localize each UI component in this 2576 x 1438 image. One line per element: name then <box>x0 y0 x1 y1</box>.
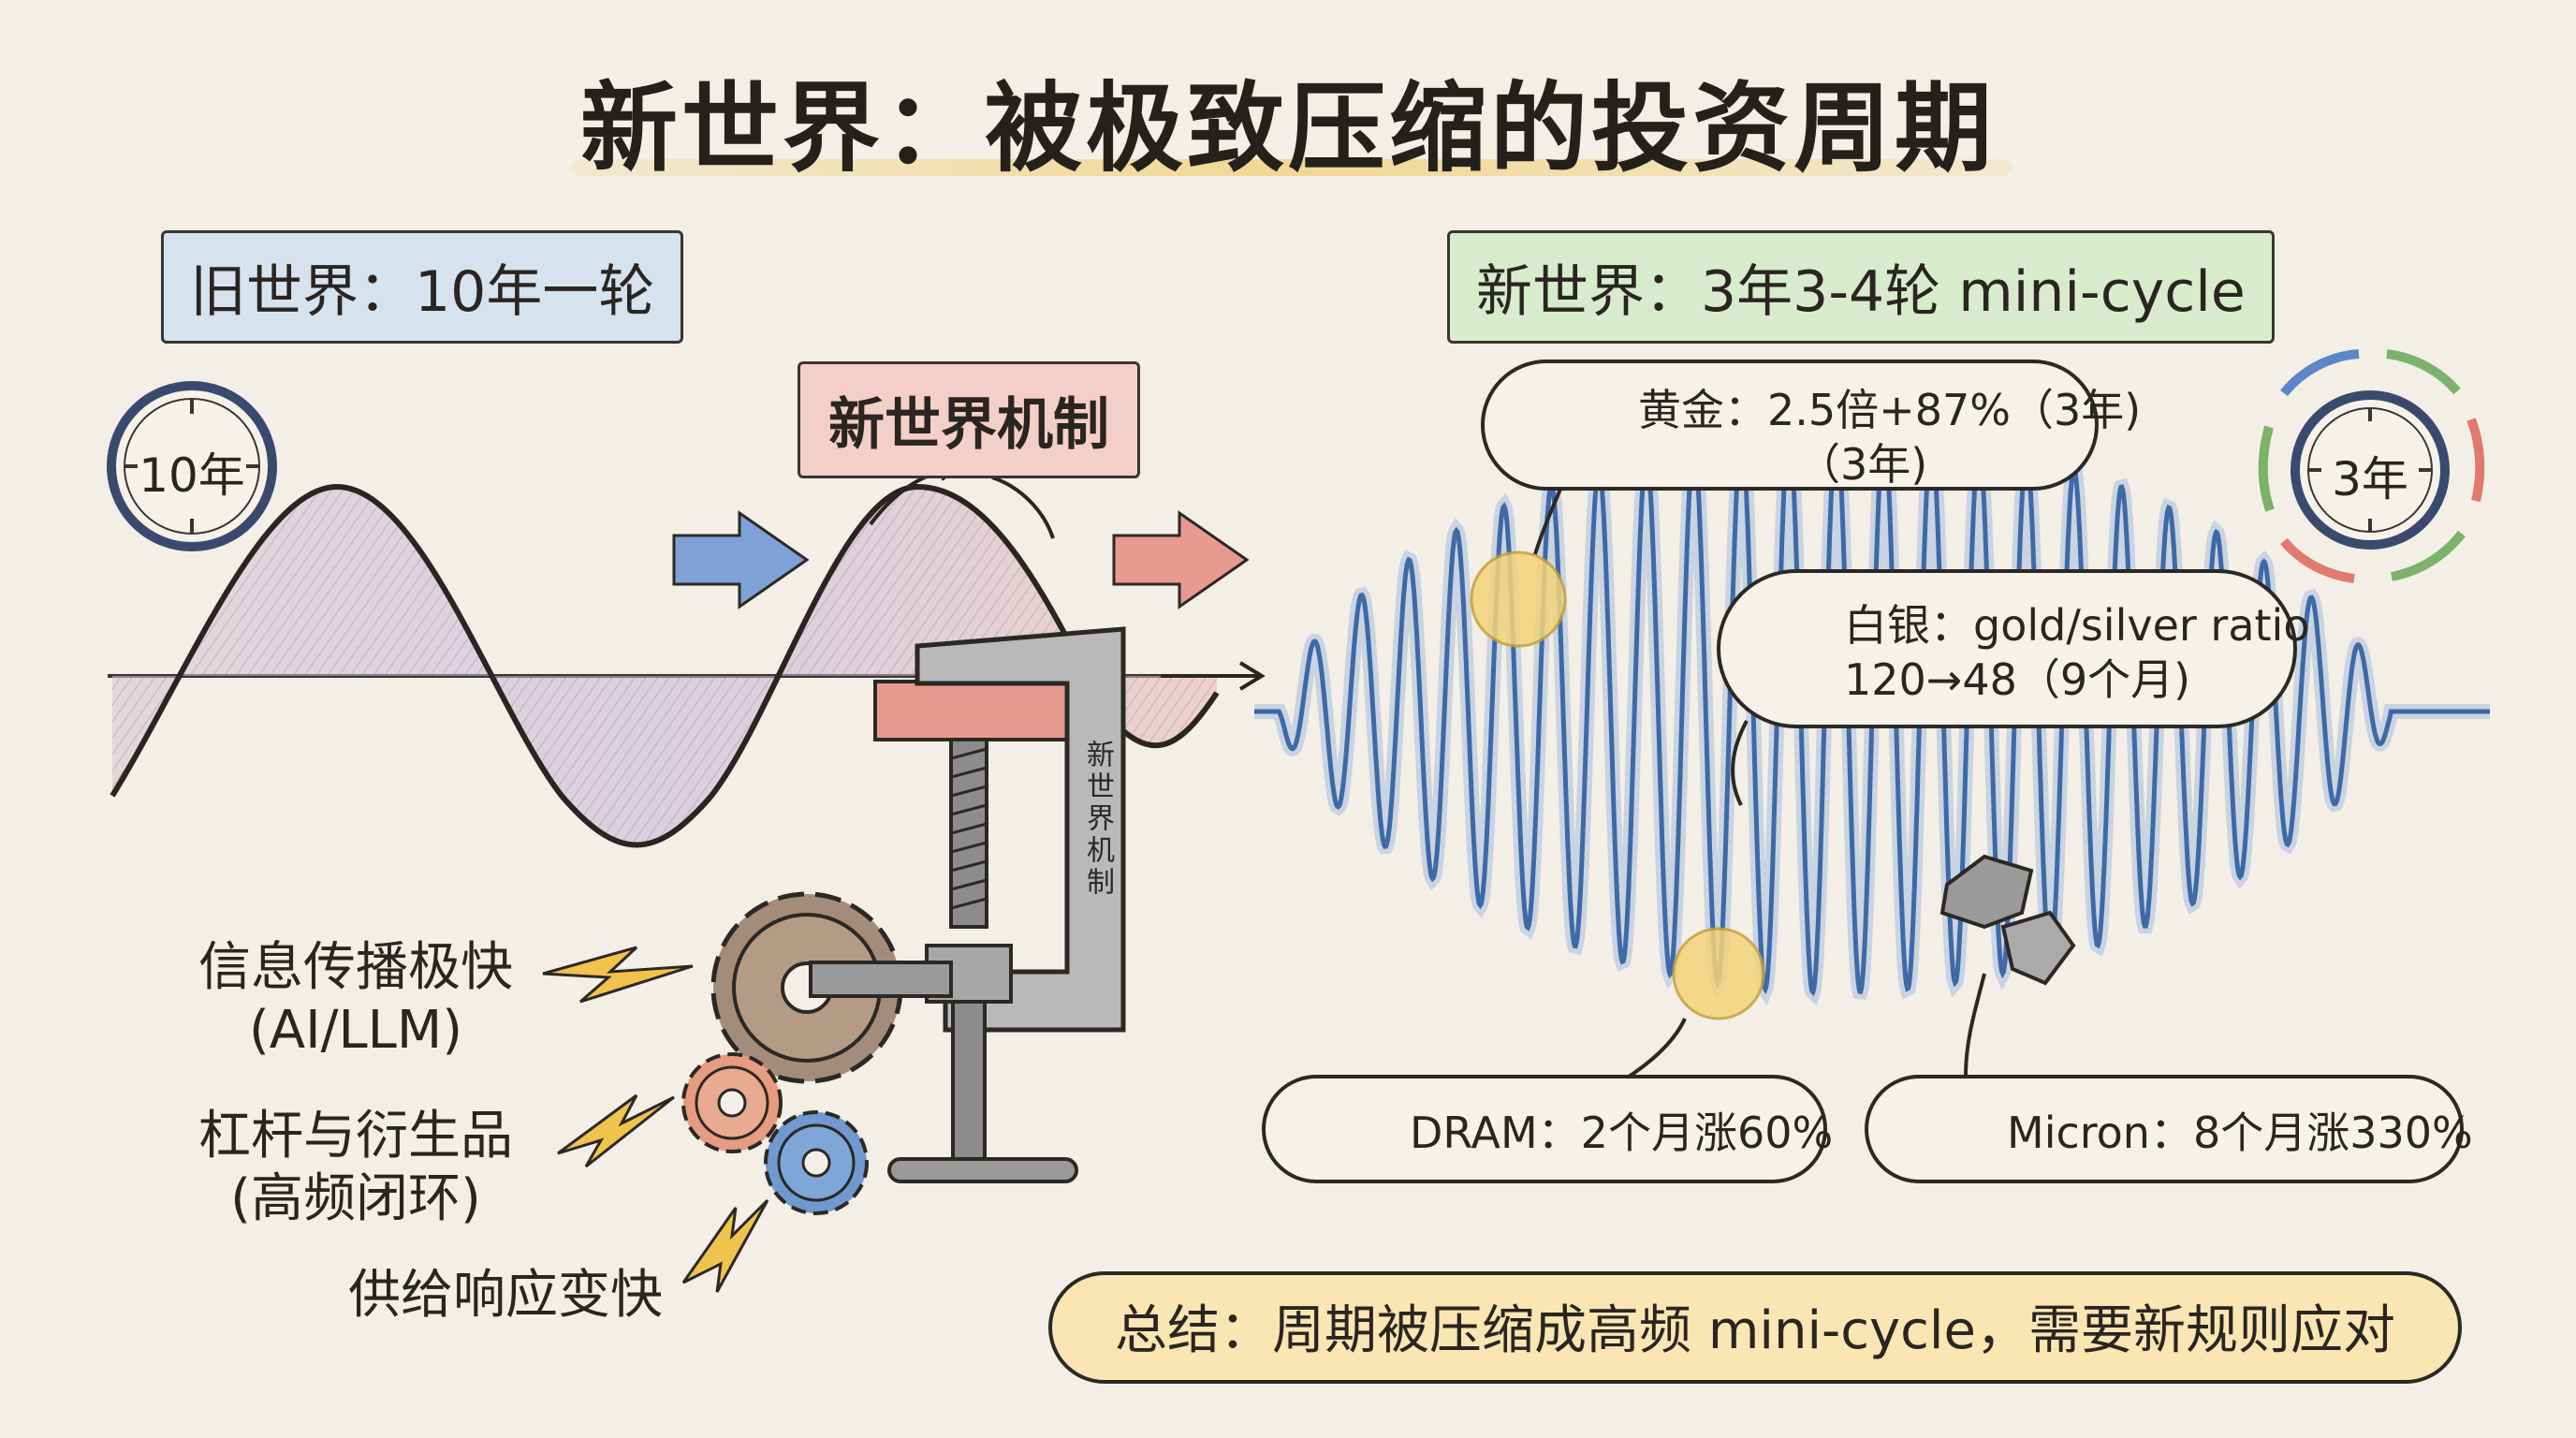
lightning-icon <box>542 946 694 1004</box>
gold-callout-line2: （3年) <box>1797 438 1928 490</box>
gold-marker <box>1672 927 1765 1020</box>
silver-callout-line2: 120→48（9个月) <box>1844 653 2191 705</box>
driver-line: (AI/LLM) <box>248 1000 463 1062</box>
driver-supply: 供给响应变快 <box>328 1264 683 1327</box>
old-clock-label: 10年 <box>139 448 245 503</box>
dram-callout-text: DRAM：2个月涨60% <box>1410 1108 1834 1158</box>
new-world-label: 新世界：3年3-4轮 mini-cycle <box>1447 230 2275 344</box>
flow-arrow-blue <box>672 510 810 609</box>
gold-callout: 黄金：2.5倍+87%（3年) （3年) <box>1481 360 2142 491</box>
title-highlight <box>571 159 2012 176</box>
c-clamp-icon <box>809 626 1126 1183</box>
chip-fragment-icon <box>1939 854 2076 986</box>
micron-callout-text: Micron：8个月涨330% <box>2007 1108 2473 1158</box>
old-world-label: 旧世界：10年一轮 <box>161 230 684 344</box>
summary-banner: 总结：周期被压缩成高频 mini-cycle，需要新规则应对 <box>1048 1271 2462 1384</box>
new-clock-icon <box>2258 349 2485 583</box>
driver-info-speed: 信息传播极快 (AI/LLM) <box>178 936 534 1062</box>
gear-icon <box>764 1110 869 1215</box>
silver-callout: 白银：gold/silver ratio 120→48（9个月) <box>1717 569 2310 728</box>
gear-icon <box>681 1052 783 1153</box>
lightning-icon <box>681 1198 769 1293</box>
dram-callout: DRAM：2个月涨60% <box>1262 1075 1834 1183</box>
new-clock-label: 3年 <box>2332 452 2408 506</box>
flow-arrow-red <box>1112 510 1250 609</box>
mechanism-label: 新世界机制 <box>798 361 1140 478</box>
driver-line: 杠杆与衍生品 <box>198 1106 513 1167</box>
old-clock-icon <box>107 381 277 551</box>
driver-line: 供给响应变快 <box>348 1265 663 1326</box>
clamp-label: 新世界机制 <box>1081 740 1114 899</box>
driver-line: (高频闭环) <box>230 1168 481 1230</box>
driver-line: 信息传播极快 <box>198 937 513 998</box>
gold-callout-line1: 黄金：2.5倍+87%（3年) <box>1638 385 2142 435</box>
page-title: 新世界：被极致压缩的投资周期 <box>579 71 1996 185</box>
driver-leverage: 杠杆与衍生品 (高频闭环) <box>178 1105 534 1230</box>
silver-callout-line1: 白银：gold/silver ratio <box>1844 600 2310 651</box>
lightning-icon <box>557 1093 675 1168</box>
gold-marker <box>1470 550 1567 648</box>
micron-callout: Micron：8个月涨330% <box>1865 1075 2473 1183</box>
